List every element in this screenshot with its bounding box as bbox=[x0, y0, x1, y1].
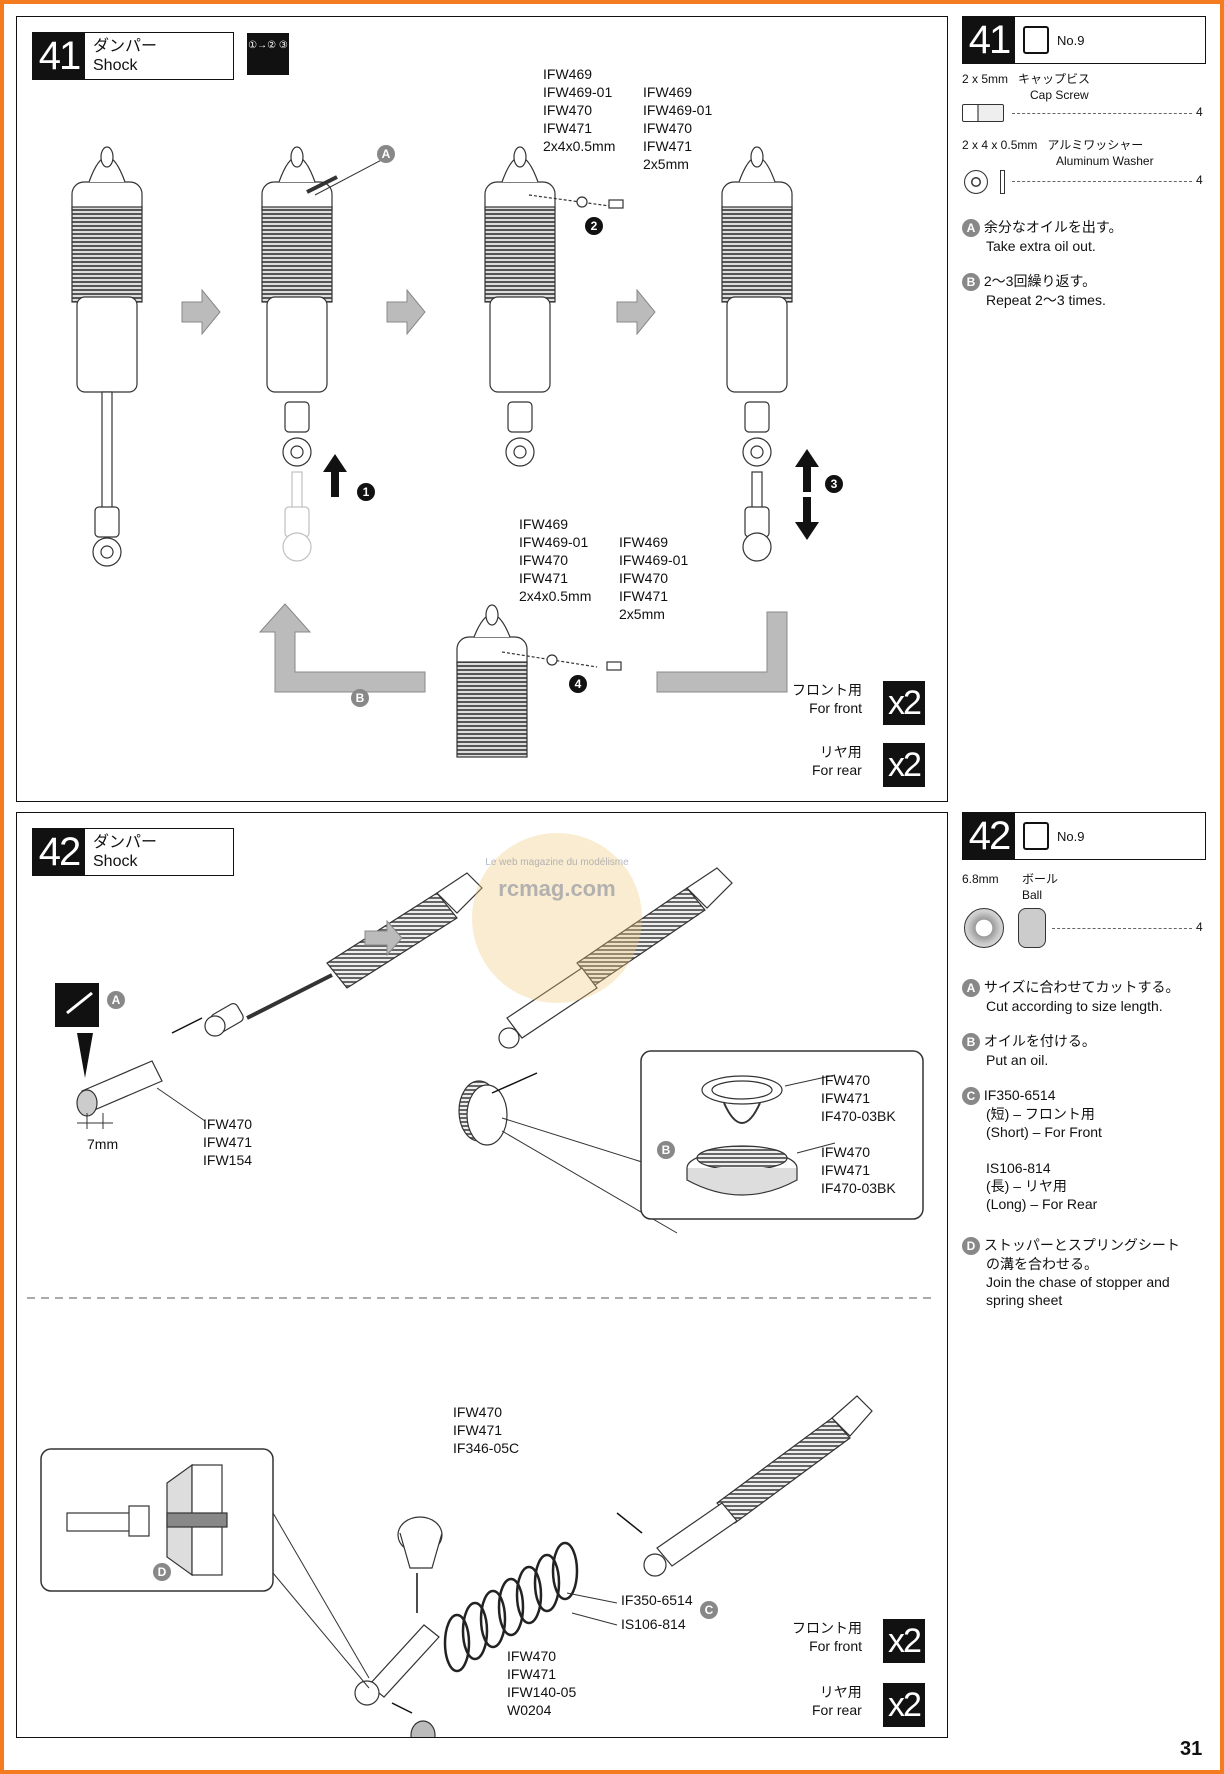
rear-label: リヤ用 For rear bbox=[812, 1684, 862, 1718]
rear-qty: x2 bbox=[883, 1683, 925, 1727]
side42-note-a: A サイズに合わせてカットする。Cut according to size le… bbox=[962, 978, 1179, 1015]
side42-panel: 42 No.9 6.8mm ボール Ball 4 A サイズに合わせてカットする… bbox=[962, 812, 1207, 1332]
spring-long: IS106-814 bbox=[621, 1616, 686, 1632]
side41-number: 41 bbox=[963, 17, 1015, 63]
ring-illustration bbox=[686, 1075, 798, 1196]
spring-assembly-illustration bbox=[354, 1395, 873, 1737]
side41-part-1: 2 x 5mm キャップビス bbox=[962, 72, 1091, 86]
side42-number: 42 bbox=[963, 813, 1015, 859]
shock-illustration-3 bbox=[484, 146, 624, 467]
step41-header: 41 ダンパー Shock bbox=[32, 32, 234, 80]
shock-illustration-4 bbox=[721, 146, 793, 562]
marker-d: D bbox=[153, 1563, 171, 1581]
front-qty: x2 bbox=[883, 1619, 925, 1663]
side41-part-2-en: Aluminum Washer bbox=[1056, 154, 1154, 168]
side42-note-c: C IF350-6514(短) – フロント用(Short) – For Fro… bbox=[962, 1086, 1102, 1213]
side41-header: 41 No.9 bbox=[962, 16, 1206, 64]
side42-part-1-qty: 4 bbox=[1196, 920, 1203, 934]
rear-label: リヤ用 For rear bbox=[812, 744, 862, 778]
order-icon: ①→② ③ bbox=[247, 33, 289, 75]
washer-icon bbox=[964, 170, 988, 194]
washer-side-icon bbox=[1000, 170, 1005, 194]
parts-ring-top: IFW470 IFW471 IF470-03BK bbox=[821, 1072, 896, 1124]
marker-b: B bbox=[351, 689, 369, 707]
side42-part-1-en: Ball bbox=[1022, 888, 1043, 902]
side42-note-d: D ストッパーとスプリングシートの溝を合わせる。Join the chase o… bbox=[962, 1236, 1180, 1309]
stopper-detail-illustration bbox=[66, 1463, 228, 1577]
shock-illustration-1 bbox=[71, 146, 143, 567]
step42-header: 42 ダンパー Shock bbox=[32, 828, 234, 876]
step42-number: 42 bbox=[33, 829, 85, 875]
step41-parts-d: IFW469 IFW469-01 IFW470 IFW471 2x5mm bbox=[619, 534, 689, 622]
step41-parts-b: IFW469 IFW469-01 IFW470 IFW471 2x5mm bbox=[643, 84, 713, 172]
side41-note-b: B 2〜3回繰り返す。Repeat 2〜3 times. bbox=[962, 272, 1106, 309]
side42-bag: No.9 bbox=[1057, 828, 1085, 844]
watermark-tagline: Le web magazine du modélisme bbox=[485, 857, 629, 868]
step42-title-en: Shock bbox=[93, 853, 138, 870]
shock-illustration-5 bbox=[456, 604, 622, 758]
leader-line bbox=[1052, 928, 1192, 929]
side41-part-2-qty: 4 bbox=[1196, 173, 1203, 187]
cap-screw-icon bbox=[962, 104, 1004, 122]
step41-parts-a: IFW469 IFW469-01 IFW470 IFW471 2x4x0.5mm bbox=[543, 66, 616, 154]
watermark: Le web magazine du modélisme rcmag.com bbox=[472, 833, 642, 1003]
marker-1: 1 bbox=[357, 483, 375, 501]
side41-part-1-qty: 4 bbox=[1196, 105, 1203, 119]
parts-tip: IFW470 IFW471 IFW154 bbox=[203, 1116, 253, 1168]
motion-arrows bbox=[323, 449, 819, 540]
side41-bag: No.9 bbox=[1057, 32, 1085, 48]
ball-side-icon bbox=[1018, 908, 1046, 948]
watermark-brand: rcmag.com bbox=[498, 876, 616, 901]
step42-panel: 42 ダンパー Shock Le web magazine du modélism… bbox=[16, 812, 948, 1738]
front-label: フロント用 For front bbox=[792, 1620, 862, 1654]
step-arrows bbox=[181, 288, 788, 693]
marker-3: 3 bbox=[825, 475, 843, 493]
shock-assembly-illustration bbox=[458, 867, 733, 1146]
step41-diagram bbox=[71, 146, 819, 758]
shock-shaft-illustration bbox=[76, 872, 483, 1117]
shock-illustration-2 bbox=[261, 146, 338, 562]
marker-c: C bbox=[700, 1601, 718, 1619]
parts-seat: IFW470 IFW471 IF346-05C bbox=[453, 1404, 520, 1456]
leader-line bbox=[1012, 181, 1192, 182]
marker-4: 4 bbox=[569, 675, 587, 693]
step42-diagram bbox=[27, 867, 937, 1737]
cut-mark-icon bbox=[55, 983, 99, 1078]
step41-parts-c: IFW469 IFW469-01 IFW470 IFW471 2x4x0.5mm bbox=[519, 516, 592, 604]
side41-panel: 41 No.9 2 x 5mm キャップビス Cap Screw 4 2 x 4… bbox=[962, 16, 1207, 316]
rear-qty: x2 bbox=[883, 743, 925, 787]
side41-part-2: 2 x 4 x 0.5mm アルミワッシャー bbox=[962, 138, 1144, 152]
side42-note-b: B オイルを付ける。Put an oil. bbox=[962, 1032, 1096, 1069]
front-label: フロント用 For front bbox=[792, 682, 862, 716]
side41-part-1-en: Cap Screw bbox=[1030, 88, 1089, 102]
side41-note-a: A 余分なオイルを出す。Take extra oil out. bbox=[962, 218, 1123, 255]
ball-icon bbox=[964, 908, 1004, 948]
front-qty: x2 bbox=[883, 681, 925, 725]
dim-7mm: 7mm bbox=[87, 1136, 119, 1152]
step41-title-en: Shock bbox=[93, 57, 138, 74]
spring-illustration bbox=[443, 1541, 579, 1673]
marker-b: B bbox=[657, 1141, 675, 1159]
page-number: 31 bbox=[1180, 1738, 1203, 1760]
marker-2: 2 bbox=[585, 217, 603, 235]
parts-bag-icon bbox=[1023, 26, 1049, 54]
marker-a: A bbox=[107, 991, 125, 1009]
parts-ring-bottom: IFW470 IFW471 IF470-03BK bbox=[821, 1144, 896, 1196]
step41-title-jp: ダンパー bbox=[93, 38, 158, 55]
marker-a: A bbox=[377, 145, 395, 163]
spring-short: IF350-6514 bbox=[621, 1592, 693, 1608]
step42-title-jp: ダンパー bbox=[93, 834, 158, 851]
parts-bag-icon bbox=[1023, 822, 1049, 850]
parts-ball: IFW470 IFW471 IFW140-05 W0204 bbox=[507, 1648, 577, 1718]
step41-number: 41 bbox=[33, 33, 85, 79]
side42-part-1: 6.8mm ボール bbox=[962, 872, 1059, 886]
side42-header: 42 No.9 bbox=[962, 812, 1206, 860]
leader-line bbox=[1012, 113, 1192, 114]
